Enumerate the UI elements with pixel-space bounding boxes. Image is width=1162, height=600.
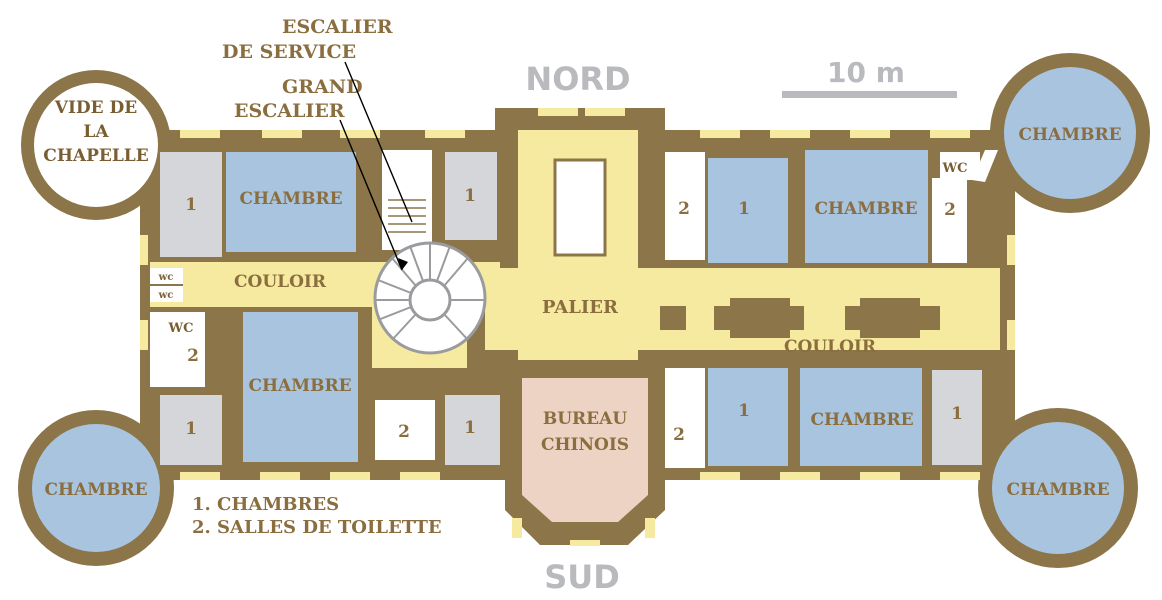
- marker-1-s: 1: [464, 418, 476, 438]
- scale-label: 10 m: [827, 56, 905, 89]
- scale: 10 m: [782, 56, 957, 98]
- grand-stair-label-line1: GRAND: [282, 76, 363, 98]
- tower-bedroom-sw: [32, 424, 160, 552]
- marker-1-ne: 1: [738, 199, 750, 219]
- office-label-line2: CHINOIS: [541, 435, 629, 455]
- corridor-pillars: [660, 298, 940, 338]
- west-rooms: [150, 150, 500, 465]
- west-corridor-label: COULOIR: [234, 272, 327, 292]
- chapel-label-line1: VIDE DE: [54, 98, 138, 118]
- tower-bedroom-se-label: CHAMBRE: [1006, 480, 1109, 500]
- landing-label: PALIER: [542, 297, 619, 318]
- tower-bedroom-sw-label: CHAMBRE: [44, 480, 147, 500]
- marker-2-e: 2: [944, 200, 956, 220]
- marker-1-e: 1: [951, 404, 963, 424]
- west-wc-room-label: WC: [168, 321, 194, 336]
- east-rooms: [665, 150, 982, 468]
- chapel-label-line2: LA: [83, 122, 109, 142]
- service-stair-label-line2: DE SERVICE: [222, 41, 356, 63]
- marker-2-ne: 2: [678, 199, 690, 219]
- chapel-label-line3: CHAPELLE: [43, 146, 148, 166]
- east-corridor-label: COULOIR: [784, 337, 877, 357]
- ne-passage: [972, 150, 998, 182]
- marker-1-sw: 1: [185, 419, 197, 439]
- tower-rooms: [32, 67, 1136, 554]
- legend-item-2: 2. SALLES DE TOILETTE: [192, 517, 442, 538]
- chapel-void: [34, 83, 158, 207]
- leader-lines: [339, 61, 413, 271]
- service-stair-label-line1: ESCALIER: [282, 16, 393, 38]
- marker-1-nw: 1: [185, 195, 197, 215]
- marker-2-se: 2: [673, 425, 685, 445]
- marker-2-s: 2: [398, 422, 410, 442]
- bedroom-ne-label: CHAMBRE: [814, 199, 917, 219]
- bedroom-sw-label: CHAMBRE: [248, 376, 351, 396]
- ne-wc-label: WC: [942, 161, 968, 176]
- office-label-line1: BUREAU: [543, 409, 627, 429]
- bedroom-se-label: CHAMBRE: [810, 410, 913, 430]
- west-wc-room: [160, 316, 202, 336]
- marker-1-se: 1: [738, 401, 750, 421]
- tower-bedroom-se: [992, 422, 1124, 554]
- landing-opening: [553, 158, 607, 257]
- chinese-office: [522, 378, 648, 522]
- legend: 1. CHAMBRES 2. SALLES DE TOILETTE: [192, 494, 442, 538]
- room-labels: VIDE DE LA CHAPELLE CHAMBRE CHAMBRE CHAM…: [43, 98, 1121, 500]
- grand-stair-label-line2: ESCALIER: [234, 100, 345, 122]
- grand-staircase: [373, 241, 487, 355]
- west-wc-label-2: wc: [158, 290, 174, 301]
- tower-bedroom-ne-label: CHAMBRE: [1018, 125, 1121, 145]
- south-label: SUD: [544, 558, 620, 596]
- west-wc-label-1: wc: [158, 272, 174, 283]
- windows: [140, 108, 1015, 546]
- north-label: NORD: [525, 60, 630, 98]
- service-stair-steps: [388, 199, 426, 233]
- tower-bedroom-ne: [1004, 67, 1136, 199]
- marker-2-w: 2: [187, 346, 199, 366]
- bedroom-nw-label: CHAMBRE: [239, 189, 342, 209]
- scale-bar: [782, 91, 957, 98]
- marker-1-n: 1: [464, 186, 476, 206]
- ne-wc-room: [940, 152, 980, 180]
- legend-item-1: 1. CHAMBRES: [192, 494, 339, 515]
